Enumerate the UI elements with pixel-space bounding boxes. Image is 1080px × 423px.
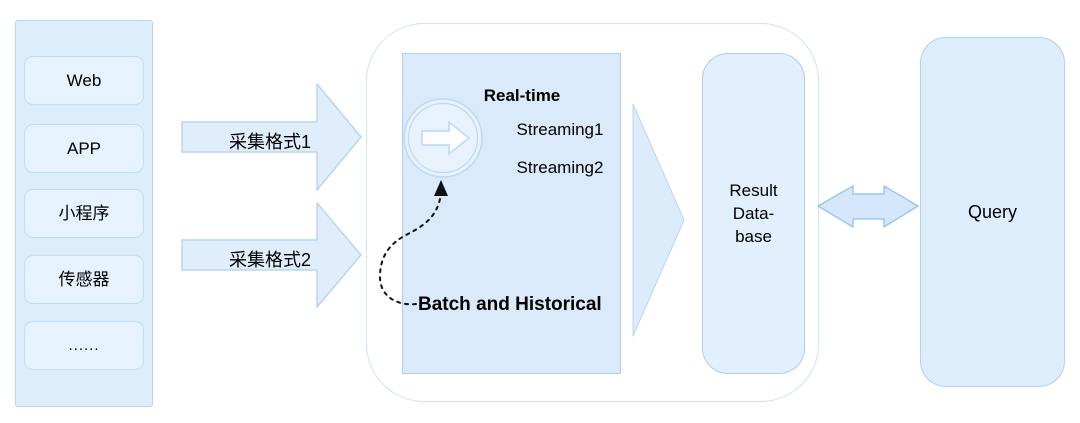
source-item-more: ...... [24,321,144,370]
ingest-arrow-1-label: 采集格式1 [228,132,311,152]
result-database-node: Result Data- base [702,53,805,374]
source-item-label: 小程序 [58,204,110,223]
result-database-label: Result Data- base [729,179,777,248]
result-database-line: Result [729,181,778,200]
bidirectional-arrow-icon [817,185,919,228]
streaming-item-2: Streaming2 [516,158,604,177]
result-database-line: base [735,227,772,246]
source-item-sensor: 传感器 [24,255,144,304]
streaming-item-1: Streaming1 [516,120,604,139]
query-label: Query [967,201,1018,222]
source-item-label: ...... [68,337,100,354]
sources-panel: Web APP 小程序 传感器 ...... [15,20,153,407]
source-item-web: Web [24,56,144,105]
source-item-label: Web [66,71,102,90]
ingest-arrow-2-label: 采集格式2 [228,250,311,270]
source-item-label: 传感器 [58,270,110,289]
source-item-label: APP [66,139,102,158]
source-item-app: APP [24,124,144,173]
result-database-line: Data- [732,204,775,223]
source-item-miniprogram: 小程序 [24,189,144,238]
realtime-title: Real-time [483,86,561,105]
batch-historical-label: Batch and Historical [418,294,602,315]
query-node: Query [920,37,1065,387]
